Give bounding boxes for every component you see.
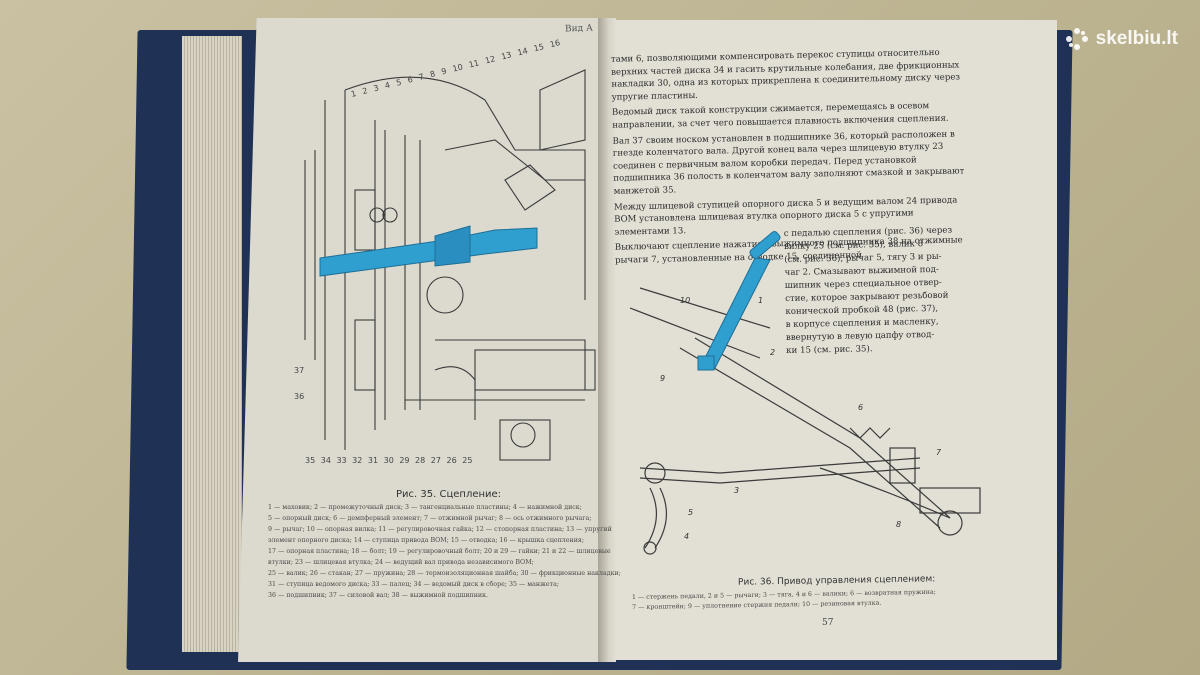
legend-line: 17 — опорная пластина; 18 — болт; 19 — р… — [268, 548, 611, 555]
label-7: 7 — [936, 448, 942, 457]
paragraph: Ведомый диск такой конструкции сжимается… — [611, 101, 949, 131]
paragraph: тами 6, позволяющими компенсировать пере… — [610, 47, 961, 103]
pedal-linkage-drawing — [629, 230, 981, 555]
paragraph: Вал 37 своим носком установлен в подшипн… — [612, 129, 965, 197]
right-page — [605, 20, 1057, 660]
label-10: 10 — [680, 296, 691, 305]
highlighted-shaft — [319, 225, 538, 277]
callout-36: 36 — [294, 392, 305, 401]
watermark: skelbiu.lt — [1064, 26, 1178, 52]
label-1: 1 — [758, 296, 764, 305]
view-label: Вид А — [564, 23, 594, 35]
label-2: 2 — [770, 348, 776, 357]
legend-line: 31 — ступица ведомого диска; 33 — палец;… — [268, 581, 559, 588]
label-4: 4 — [684, 532, 690, 541]
highlighted-pedal — [697, 230, 781, 371]
label-8: 8 — [896, 520, 902, 529]
label-3: 3 — [734, 486, 740, 495]
book-gutter — [598, 18, 616, 662]
page-number: 57 — [822, 618, 834, 628]
legend-line: втулки; 23 — шлицевая втулка; 24 — ведущ… — [268, 559, 534, 566]
legend-line: элемент опорного диска; 14 — ступица при… — [268, 537, 585, 544]
page-stack — [182, 36, 242, 652]
clutch-drawing — [304, 69, 596, 461]
figure-35-caption: Рис. 35. Сцепление: — [396, 489, 502, 500]
legend-line: 25 — валик; 26 — стакан; 27 — пружина; 2… — [268, 570, 621, 577]
callout-37: 37 — [294, 366, 305, 375]
callouts-bottom: 35 34 33 32 31 30 29 28 27 26 25 — [305, 456, 473, 465]
legend-line: 1 — маховик; 2 — промежуточный диск; 3 —… — [268, 504, 582, 511]
label-6: 6 — [858, 403, 864, 412]
watermark-logo-icon — [1065, 28, 1088, 50]
legend-line: 36 — подшипник; 37 — силовой вал; 38 — в… — [268, 592, 489, 599]
legend-line: 9 — рычаг; 10 — опорная вилка; 11 — регу… — [268, 526, 612, 533]
figure-35-legend: 1 — маховик; 2 — промежуточный диск; 3 —… — [268, 502, 621, 601]
legend-line: 5 — опорный диск; 6 — демпферный элемент… — [268, 515, 592, 522]
label-9: 9 — [660, 374, 666, 383]
watermark-text: skelbiu.lt — [1095, 28, 1178, 49]
label-5: 5 — [688, 508, 694, 517]
